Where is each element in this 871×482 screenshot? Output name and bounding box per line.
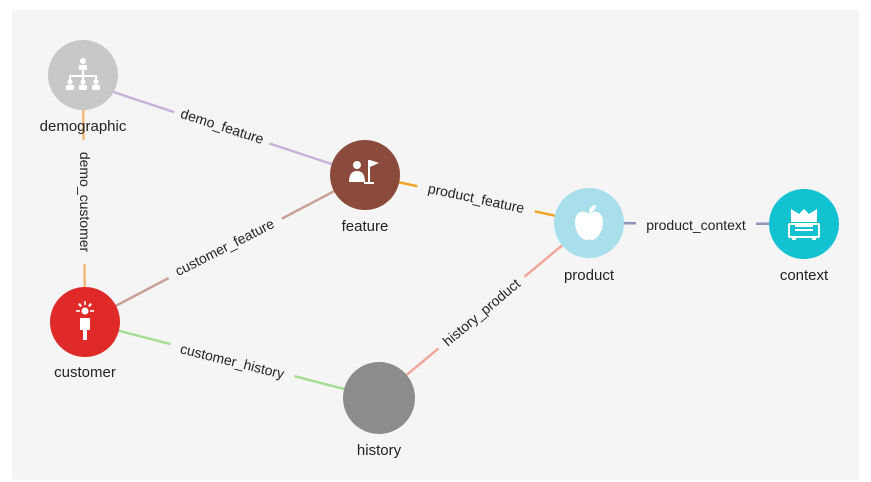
node-history-circle[interactable] [343, 362, 415, 434]
graph-canvas [12, 10, 859, 480]
nodes: demographic feature product [40, 40, 839, 459]
node-customer[interactable]: customer [50, 287, 120, 381]
node-product[interactable]: product [554, 188, 624, 284]
node-label-demographic: demographic [40, 118, 127, 135]
node-feature-circle[interactable] [330, 140, 400, 210]
node-history[interactable]: history [343, 362, 415, 459]
node-label-feature: feature [342, 218, 389, 235]
node-context[interactable]: context [769, 189, 839, 284]
edge-label-customer-history: customer_history [179, 340, 286, 381]
edge-label-product-feature: product_feature [427, 180, 526, 216]
document-tray-icon [788, 209, 820, 240]
node-feature[interactable]: feature [330, 140, 400, 235]
node-label-history: history [357, 442, 402, 459]
edge-labels: demo_feature demo_customer customer_feat… [76, 102, 756, 386]
edge-label-product-context: product_context [646, 217, 746, 233]
idea-person-icon [76, 301, 94, 340]
node-demographic[interactable]: demographic [40, 40, 127, 135]
edge-label-demo-feature: demo_feature [179, 105, 266, 147]
edge-label-history-product: history_product [440, 275, 524, 349]
edge-label-demo-customer: demo_customer [77, 152, 93, 253]
person-flag-icon [349, 160, 379, 184]
edge-label-customer-feature: customer_feature [172, 215, 277, 279]
node-label-customer: customer [54, 364, 116, 381]
node-label-context: context [780, 267, 829, 284]
node-label-product: product [564, 267, 615, 284]
org-chart-icon [66, 58, 100, 90]
apple-icon [575, 205, 603, 240]
